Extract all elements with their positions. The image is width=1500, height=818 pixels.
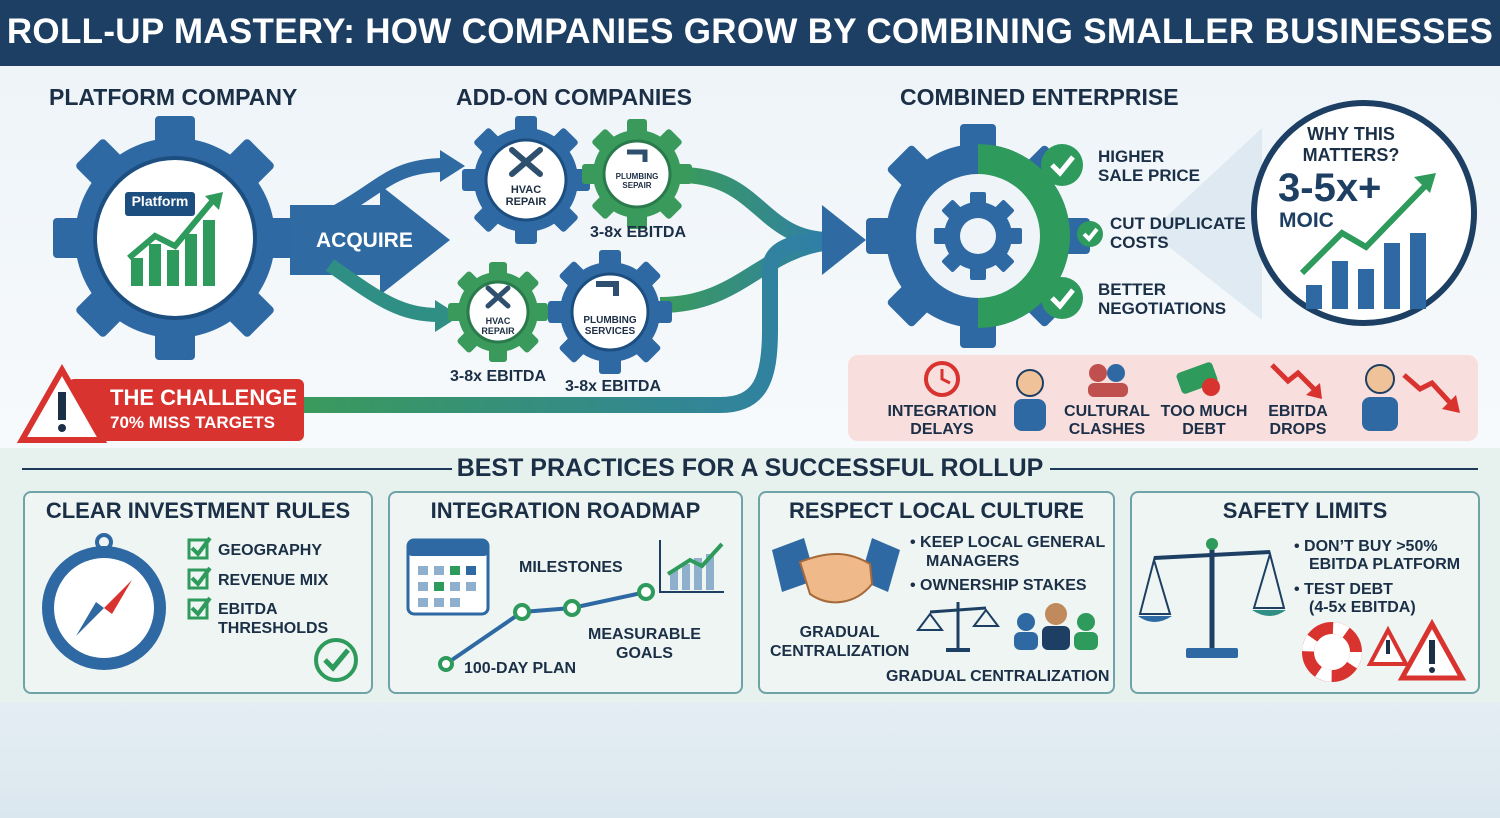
scale-icon bbox=[916, 602, 1000, 652]
platform-heading: PLATFORM COMPANY bbox=[49, 84, 298, 110]
title-bar bbox=[0, 0, 1500, 66]
money-icon bbox=[1176, 362, 1220, 396]
culture-bullet-cont: MANAGERS bbox=[926, 553, 1020, 570]
flow-diagram bbox=[16, 100, 1477, 443]
growth-chart-icon bbox=[659, 540, 724, 593]
platform-badge: Platform bbox=[131, 193, 189, 209]
moic-label: MOIC bbox=[1279, 209, 1334, 232]
rule-item: REVENUE MIX bbox=[218, 572, 329, 589]
moic-badge bbox=[1251, 100, 1477, 326]
moic-value: 3-5x+ bbox=[1278, 166, 1382, 210]
divider bbox=[22, 468, 452, 470]
safety-bullet-cont: EBITDA PLATFORM bbox=[1309, 556, 1461, 573]
card-title: SAFETY LIMITS bbox=[1222, 498, 1388, 523]
acquire-label: ACQUIRE bbox=[316, 229, 413, 252]
safety-bullet-cont: (4-5x EBITDA) bbox=[1309, 599, 1416, 616]
people-icon bbox=[1088, 364, 1128, 397]
handshake-icon bbox=[772, 538, 900, 604]
team-icon bbox=[1014, 603, 1098, 650]
culture-bullet: • OWNERSHIP STAKES bbox=[910, 577, 1087, 594]
best-practices-heading: BEST PRACTICES FOR A SUCCESSFUL ROLLUP bbox=[456, 454, 1044, 482]
addon-multiple: 3-8x EBITDA bbox=[590, 224, 687, 241]
safety-bullet: • TEST DEBT bbox=[1294, 581, 1393, 598]
down-trend-icon bbox=[1270, 363, 1322, 399]
addon-gear-3-icon bbox=[448, 262, 548, 362]
addon-multiple: 3-8x EBITDA bbox=[565, 378, 662, 395]
compass-icon bbox=[42, 533, 358, 682]
safety-graphic bbox=[1138, 538, 1467, 682]
balance-scale-icon bbox=[1138, 538, 1286, 658]
check-icon bbox=[1041, 144, 1083, 186]
safety-bullet: • DON’T BUY >50% bbox=[1294, 538, 1438, 555]
page-title: ROLL-UP MASTERY: HOW COMPANIES GROW BY C… bbox=[6, 12, 1494, 51]
combined-heading: COMBINED ENTERPRISE bbox=[900, 84, 1179, 110]
culture-graphic bbox=[772, 538, 1098, 652]
roadmap-graphic bbox=[406, 538, 724, 672]
addons-heading: ADD-ON COMPANIES bbox=[456, 84, 692, 110]
rule-item: THRESHOLDS bbox=[218, 620, 329, 637]
rule-item: EBITDA bbox=[218, 601, 278, 618]
worried-person-icon bbox=[1014, 369, 1046, 431]
challenge-title: THE CHALLENGE bbox=[110, 385, 297, 410]
addon-gear-4-icon bbox=[548, 250, 672, 374]
addon-gear-2-icon bbox=[582, 119, 692, 229]
addon-gear-1-icon bbox=[462, 116, 590, 244]
lifebuoy-icon bbox=[1302, 622, 1362, 682]
culture-bottom-label: GRADUAL CENTRALIZATION bbox=[886, 668, 1110, 685]
check-icon bbox=[1077, 221, 1103, 247]
card-title: INTEGRATION ROADMAP bbox=[430, 498, 701, 523]
clock-warning-icon bbox=[924, 361, 960, 397]
warning-icon bbox=[1397, 618, 1467, 681]
card-title: RESPECT LOCAL CULTURE bbox=[789, 498, 1084, 523]
card-title: CLEAR INVESTMENT RULES bbox=[45, 498, 351, 523]
challenge-banner bbox=[16, 363, 304, 443]
warning-icon bbox=[1366, 625, 1410, 666]
divider bbox=[1050, 468, 1478, 470]
footer-area bbox=[0, 703, 1500, 818]
culture-bullet: • KEEP LOCAL GENERAL bbox=[910, 534, 1106, 551]
platform-gear-icon bbox=[53, 116, 297, 360]
rule-item: GEOGRAPHY bbox=[218, 542, 323, 559]
combined-gear-icon bbox=[866, 124, 1090, 348]
calendar-icon bbox=[406, 538, 490, 616]
milestones-label: MILESTONES bbox=[519, 559, 623, 576]
down-trend-icon bbox=[1402, 373, 1460, 413]
check-icon bbox=[1041, 277, 1083, 319]
plan-label: 100-DAY PLAN bbox=[464, 660, 577, 677]
challenge-subtitle: 70% MISS TARGETS bbox=[110, 413, 275, 432]
challenges-icons bbox=[924, 361, 1460, 431]
addon-multiple: 3-8x EBITDA bbox=[450, 368, 547, 385]
worried-person-icon bbox=[1362, 364, 1398, 431]
to-combined-arrow bbox=[822, 205, 866, 275]
